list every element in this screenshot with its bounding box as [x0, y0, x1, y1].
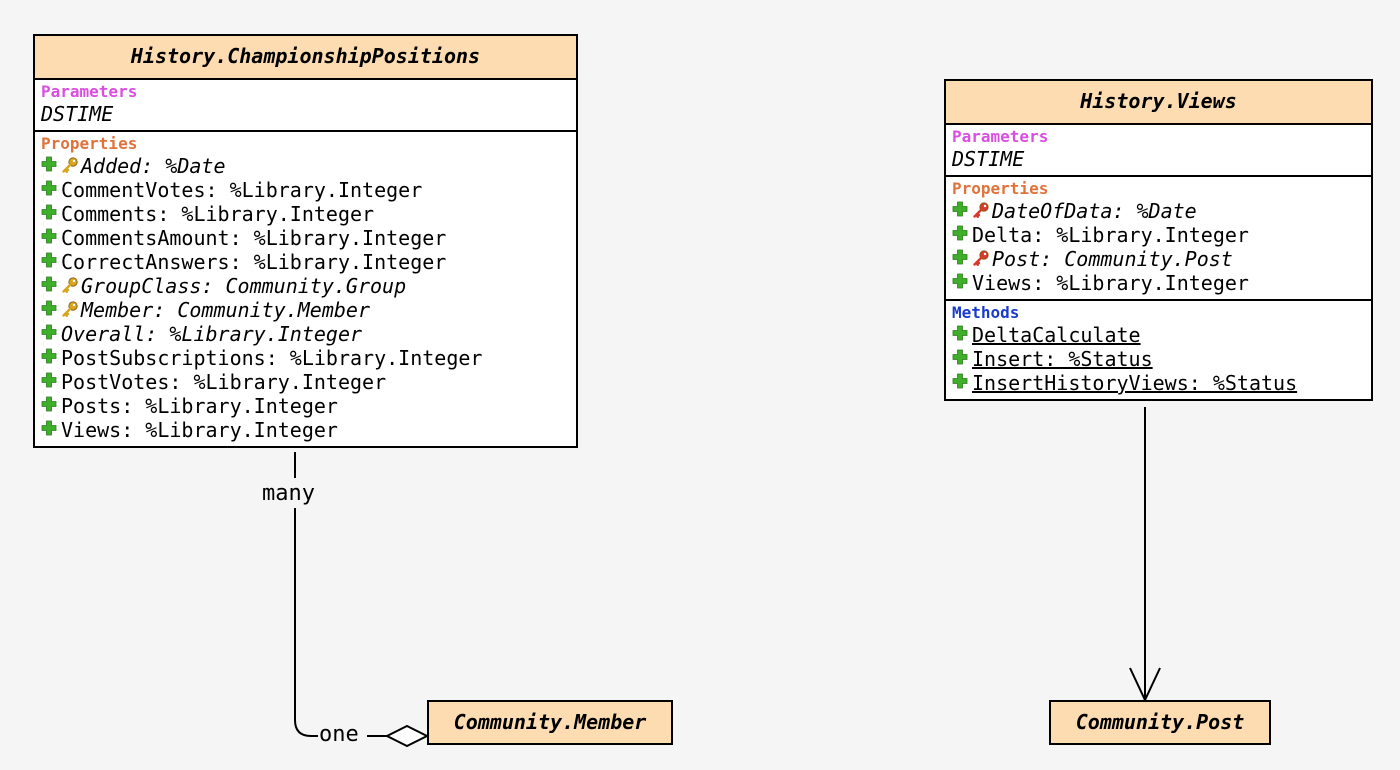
- property-item: PostVotes: %Library.Integer: [41, 370, 570, 394]
- red-key-icon: [972, 249, 992, 269]
- method-name: Insert: %Status: [972, 347, 1153, 371]
- plus-icon: [41, 204, 61, 224]
- plus-icon: [41, 180, 61, 200]
- method-item[interactable]: Insert: %Status: [952, 347, 1365, 371]
- class-history-views[interactable]: History.Views Parameters DSTIME Properti…: [944, 79, 1373, 401]
- plus-icon: [41, 348, 61, 368]
- property-text: PostSubscriptions: %Library.Integer: [61, 346, 483, 370]
- plus-icon: [952, 225, 972, 245]
- arrowhead-open: [1129, 667, 1161, 703]
- gold-key-icon: [61, 276, 81, 296]
- aggregation-diamond: [384, 724, 430, 748]
- plus-icon: [952, 273, 972, 293]
- parameter-item: DSTIME: [41, 102, 114, 126]
- methods-title: Methods: [952, 303, 1020, 322]
- property-item: DateOfData: %Date: [952, 199, 1365, 223]
- property-text: Overall: %Library.Integer: [61, 322, 363, 346]
- property-text: Delta: %Library.Integer: [972, 223, 1249, 247]
- method-item[interactable]: DeltaCalculate: [952, 323, 1365, 347]
- plus-icon: [41, 300, 61, 320]
- property-text: PostVotes: %Library.Integer: [61, 370, 387, 394]
- property-item: GroupClass: Community.Group: [41, 274, 570, 298]
- edge-label-many: many: [262, 481, 315, 506]
- property-text: Views: %Library.Integer: [61, 418, 338, 442]
- plus-icon: [41, 420, 61, 440]
- edge-member-association: [294, 452, 387, 737]
- properties-title: Properties: [952, 179, 1049, 198]
- property-item: Overall: %Library.Integer: [41, 322, 570, 346]
- property-item: Post: Community.Post: [952, 247, 1365, 271]
- class-championship-positions[interactable]: History.ChampionshipPositions Parameters…: [33, 34, 578, 448]
- property-text: CorrectAnswers: %Library.Integer: [61, 250, 447, 274]
- property-item: CommentVotes: %Library.Integer: [41, 178, 570, 202]
- gold-key-icon: [61, 300, 81, 320]
- class-community-post[interactable]: Community.Post: [1049, 700, 1271, 745]
- parameters-section: Parameters DSTIME: [35, 80, 576, 132]
- property-text: Views: %Library.Integer: [972, 271, 1249, 295]
- property-item: Views: %Library.Integer: [952, 271, 1365, 295]
- parameters-title: Parameters: [952, 127, 1049, 146]
- property-text: CommentVotes: %Library.Integer: [61, 178, 423, 202]
- gold-key-icon: [61, 156, 81, 176]
- property-item: Posts: %Library.Integer: [41, 394, 570, 418]
- plus-icon: [952, 349, 972, 369]
- class-title: Community.Member: [453, 710, 647, 734]
- class-title: History.ChampionshipPositions: [35, 36, 576, 80]
- plus-icon: [41, 396, 61, 416]
- property-text: Added: %Date: [81, 154, 226, 178]
- plus-icon: [41, 156, 61, 176]
- property-text: Member: Community.Member: [81, 298, 370, 322]
- plus-icon: [41, 372, 61, 392]
- property-item: Delta: %Library.Integer: [952, 223, 1365, 247]
- plus-icon: [952, 325, 972, 345]
- class-title: History.Views: [946, 81, 1371, 125]
- red-key-icon: [972, 201, 992, 221]
- plus-icon: [952, 201, 972, 221]
- method-name: DeltaCalculate: [972, 323, 1141, 347]
- class-title: Community.Post: [1075, 710, 1245, 734]
- property-text: Post: Community.Post: [992, 247, 1233, 271]
- plus-icon: [41, 228, 61, 248]
- plus-icon: [41, 324, 61, 344]
- plus-icon: [41, 276, 61, 296]
- property-item: CorrectAnswers: %Library.Integer: [41, 250, 570, 274]
- plus-icon: [952, 249, 972, 269]
- property-text: DateOfData: %Date: [992, 199, 1197, 223]
- plus-icon: [41, 252, 61, 272]
- method-name: InsertHistoryViews: %Status: [972, 371, 1298, 395]
- plus-icon: [952, 373, 972, 393]
- method-item[interactable]: InsertHistoryViews: %Status: [952, 371, 1365, 395]
- property-text: CommentsAmount: %Library.Integer: [61, 226, 447, 250]
- property-text: Posts: %Library.Integer: [61, 394, 338, 418]
- property-item: Comments: %Library.Integer: [41, 202, 570, 226]
- property-text: Comments: %Library.Integer: [61, 202, 375, 226]
- property-text: GroupClass: Community.Group: [81, 274, 407, 298]
- property-item: Views: %Library.Integer: [41, 418, 570, 442]
- property-item: Added: %Date: [41, 154, 570, 178]
- property-item: PostSubscriptions: %Library.Integer: [41, 346, 570, 370]
- parameters-title: Parameters: [41, 82, 138, 101]
- properties-title: Properties: [41, 134, 138, 153]
- class-community-member[interactable]: Community.Member: [427, 700, 673, 745]
- parameter-item: DSTIME: [952, 147, 1025, 171]
- property-item: CommentsAmount: %Library.Integer: [41, 226, 570, 250]
- edge-label-one: one: [319, 722, 359, 747]
- property-item: Member: Community.Member: [41, 298, 570, 322]
- parameters-section: Parameters DSTIME: [946, 125, 1371, 177]
